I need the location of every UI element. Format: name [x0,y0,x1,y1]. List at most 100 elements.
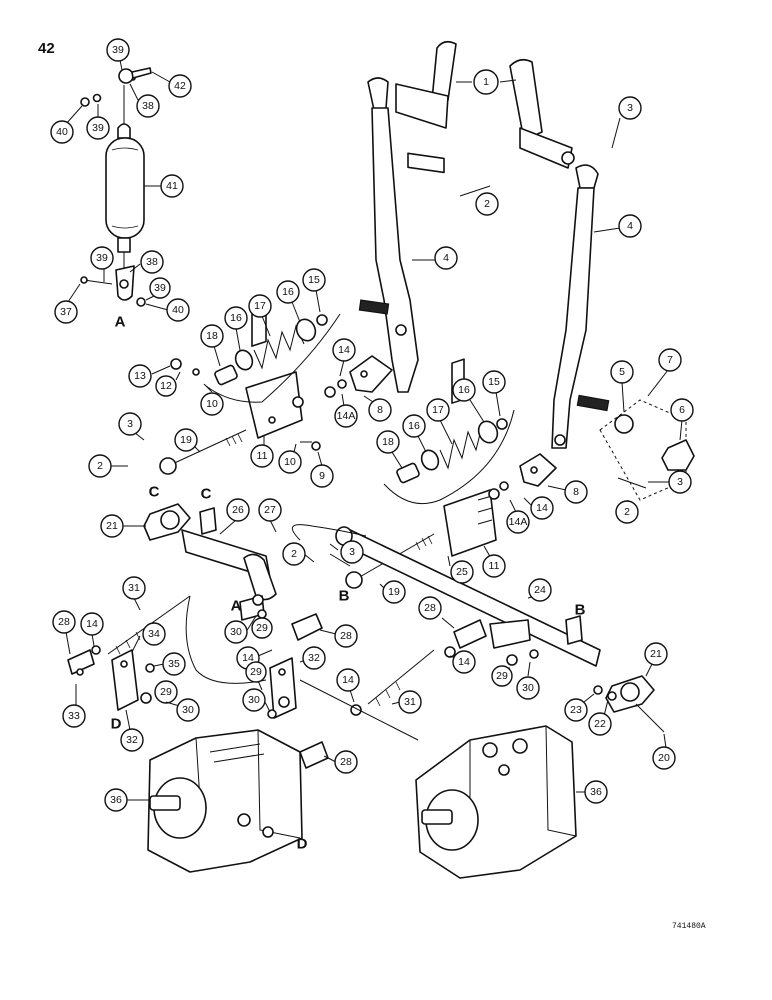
callout-balloon: 30 [242,688,266,712]
callout-balloon: 14 [332,338,356,362]
callout-balloon: 29 [154,680,178,704]
svg-text:16: 16 [282,286,294,298]
callout-balloon: 2 [615,500,639,524]
svg-text:9: 9 [319,470,325,482]
callout-balloon: 11 [482,554,506,578]
callout-balloon: 16 [224,306,248,330]
svg-text:31: 31 [128,582,140,594]
svg-text:28: 28 [58,616,70,628]
callout-balloon: 10 [278,450,302,474]
callout-balloon: 29 [245,661,267,683]
callout-balloon: 16 [402,414,426,438]
svg-text:29: 29 [250,666,262,678]
callout-balloon: 8 [368,398,392,422]
svg-text:31: 31 [404,696,416,708]
svg-text:1: 1 [483,76,489,88]
svg-text:19: 19 [180,434,192,446]
svg-text:29: 29 [160,686,172,698]
callout-balloon: 17 [426,398,450,422]
cross-shaft-assembly [181,507,601,667]
svg-text:28: 28 [340,630,352,642]
svg-text:3: 3 [677,476,683,488]
svg-text:14A: 14A [337,410,356,422]
svg-text:39: 39 [112,44,124,56]
callout-balloon: 14 [80,612,104,636]
svg-text:36: 36 [590,786,602,798]
svg-text:41: 41 [166,180,178,192]
letter-marker-c: C [149,484,160,501]
callout-balloon: 14 [530,496,554,520]
routing-lines [185,313,515,741]
callout-balloon: 39 [106,38,130,62]
callout-balloon: 14A [506,510,530,534]
hydraulic-pump-left [147,729,303,873]
svg-text:4: 4 [443,252,449,264]
letter-marker-a: A [115,314,126,331]
page-number: 42 [38,40,55,57]
callout-balloon: 3 [118,412,142,436]
svg-text:20: 20 [658,752,670,764]
svg-text:21: 21 [106,520,118,532]
svg-text:23: 23 [570,704,582,716]
callouts: 1 2 3 4 4 5 7 6 3 2 8 8 9 [50,38,694,812]
svg-text:10: 10 [284,456,296,468]
callout-balloon: 32 [120,728,144,752]
control-handle-right [509,58,575,169]
clevis-lower [519,453,557,487]
control-rod-upper [159,429,247,475]
callout-balloon: 16 [276,280,300,304]
callout-balloon: 27 [258,498,282,522]
svg-text:17: 17 [254,300,266,312]
svg-text:15: 15 [488,376,500,388]
svg-text:11: 11 [489,560,500,572]
callout-balloon: 36 [104,788,128,812]
callout-balloon: 19 [174,428,198,452]
svg-text:14: 14 [342,674,354,686]
svg-text:8: 8 [573,486,579,498]
callout-balloon: 14 [336,668,360,692]
callout-balloon: 31 [122,576,146,600]
svg-text:27: 27 [264,504,276,516]
svg-text:10: 10 [206,398,218,410]
svg-text:39: 39 [154,282,166,294]
svg-text:33: 33 [68,710,80,722]
callout-balloon: 17 [248,294,272,318]
svg-text:35: 35 [168,658,180,670]
callout-balloon: 19 [382,580,406,604]
svg-text:7: 7 [667,354,673,366]
svg-text:14: 14 [458,656,470,668]
svg-text:17: 17 [432,404,444,416]
svg-text:3: 3 [127,418,133,430]
svg-text:32: 32 [126,734,138,746]
svg-text:34: 34 [148,628,160,640]
svg-text:28: 28 [340,756,352,768]
letter-marker-b: B [339,588,350,605]
svg-text:14: 14 [338,344,350,356]
callout-balloon: 39 [149,277,171,299]
callout-balloon: 3 [668,470,692,494]
callout-balloon: 30 [176,698,200,722]
callout-balloon: 26 [226,498,250,522]
clevis-upper [349,355,393,393]
callout-balloon: 36 [584,780,608,804]
svg-text:16: 16 [408,420,420,432]
svg-text:2: 2 [97,460,103,472]
svg-text:37: 37 [60,306,72,318]
callout-balloon: 6 [670,398,694,422]
callout-balloon: 7 [658,348,682,372]
callout-balloon: 9 [310,464,334,488]
svg-text:5: 5 [619,366,625,378]
callout-balloon: 38 [136,94,160,118]
hydraulic-pump-right [415,725,577,879]
callout-balloon: 38 [140,250,164,274]
control-handle-left [395,40,457,174]
svg-text:38: 38 [142,100,154,112]
callout-balloon: 14 [452,650,476,674]
svg-text:2: 2 [624,506,630,518]
callout-balloon: 21 [100,514,124,538]
svg-text:14A: 14A [509,516,528,528]
callout-balloon: 41 [160,174,184,198]
svg-text:39: 39 [96,252,108,264]
spring-set-lower [396,418,508,484]
svg-text:39: 39 [92,122,104,134]
